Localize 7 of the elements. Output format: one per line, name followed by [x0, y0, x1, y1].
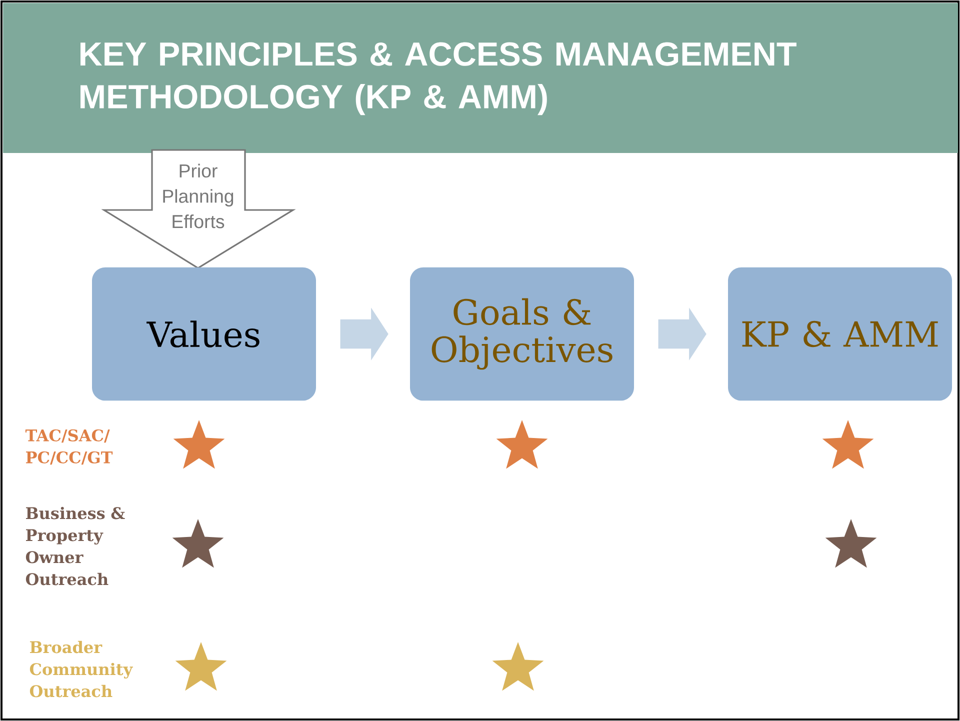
process-box: KP & AMM — [728, 267, 952, 401]
process-box: Goals & Objectives — [410, 267, 634, 401]
legend-label: Broader Community Outreach — [30, 640, 133, 698]
process-box: Values — [92, 267, 316, 401]
legend-label: Business & Property Owner Outreach — [26, 506, 125, 586]
title: KEY PRINCIPLES & ACCESS MANAGEMENT METHODOLOGY (KP & AMM) — [80, 42, 796, 116]
legend-label: TAC/SAC/ PC/CC/GT — [25, 429, 113, 465]
